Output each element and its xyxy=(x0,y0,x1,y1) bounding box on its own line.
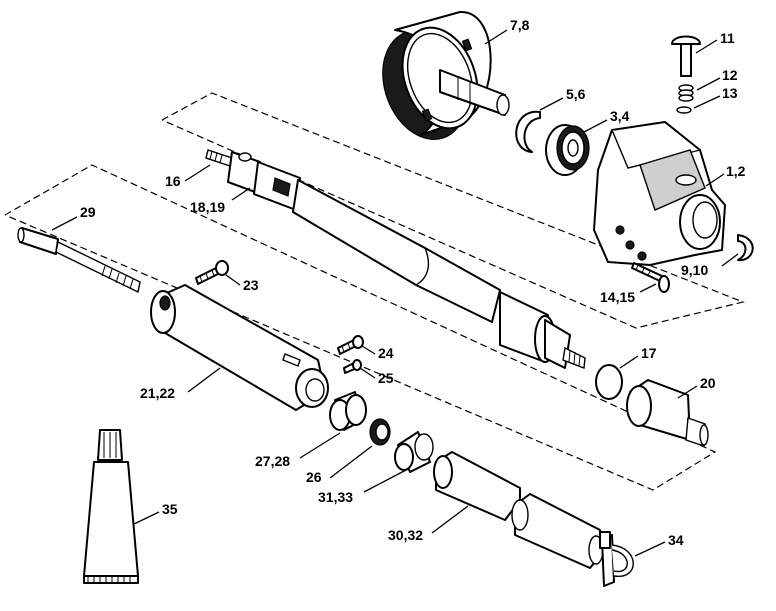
callout-31-33: 31,33 xyxy=(318,489,353,505)
callout-11: 11 xyxy=(720,30,735,46)
circlip xyxy=(515,110,541,153)
callout-23: 23 xyxy=(243,277,259,293)
gear-housing-tube xyxy=(150,284,329,411)
tube-screw-23 xyxy=(195,260,229,285)
hose-clamp xyxy=(599,531,634,587)
callout-34: 34 xyxy=(668,532,684,548)
small-circlip xyxy=(737,234,754,262)
callout-25: 25 xyxy=(378,370,394,386)
callout-7-8: 7,8 xyxy=(510,17,530,33)
spring xyxy=(678,84,694,102)
drive-shaft xyxy=(17,227,141,294)
drive-tube-assembly xyxy=(205,149,586,369)
callout-16: 16 xyxy=(165,173,181,189)
callout-27-28: 27,28 xyxy=(255,453,290,469)
callout-21-22: 21,22 xyxy=(140,385,175,401)
callout-26: 26 xyxy=(306,469,322,485)
callout-1-2: 1,2 xyxy=(726,163,746,179)
ball-bearing xyxy=(545,124,590,176)
washer xyxy=(676,106,692,114)
callout-30-32: 30,32 xyxy=(388,527,423,543)
clutch-drum xyxy=(382,10,510,140)
callout-13: 13 xyxy=(722,85,738,101)
protective-tube xyxy=(433,451,604,569)
housing-screw xyxy=(631,262,670,293)
callout-9-10: 9,10 xyxy=(681,262,708,278)
end-cap xyxy=(626,379,709,447)
callout-29: 29 xyxy=(80,204,96,220)
callout-18-19: 18,19 xyxy=(190,199,225,215)
spacer-sleeve xyxy=(394,431,434,473)
carriage-bolt xyxy=(671,35,701,77)
callout-20: 20 xyxy=(700,375,716,391)
bushing xyxy=(329,391,367,431)
callout-17: 17 xyxy=(641,345,657,361)
tube-screw-25 xyxy=(343,359,362,374)
callout-12: 12 xyxy=(722,67,738,83)
callout-3-4: 3,4 xyxy=(610,108,630,124)
tube-screw-24 xyxy=(337,335,364,355)
clutch-housing xyxy=(593,121,726,266)
callout-5-6: 5,6 xyxy=(566,86,586,102)
o-ring xyxy=(595,364,623,400)
callout-14-15: 14,15 xyxy=(600,289,635,305)
assembly-outline-upper xyxy=(161,92,745,329)
needle-bearing xyxy=(369,418,391,446)
callout-35: 35 xyxy=(162,501,178,517)
assembly-outline-lower xyxy=(4,164,717,491)
grease-tube xyxy=(83,429,139,584)
callout-24: 24 xyxy=(378,345,394,361)
